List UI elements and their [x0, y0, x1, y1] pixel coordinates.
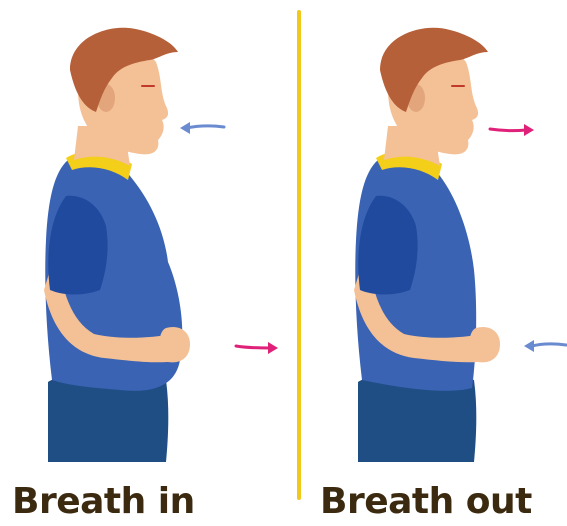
exhale-arrow-icon: [490, 124, 534, 136]
breath-in-label: Breath in: [12, 478, 195, 526]
fist: [159, 327, 190, 362]
divider-line: [297, 10, 301, 500]
figure-breath-in: [44, 28, 278, 462]
fist: [469, 327, 500, 362]
breath-out-label: Breath out: [320, 478, 532, 526]
belly-out-arrow-icon: [236, 342, 278, 354]
belly-in-arrow-icon: [524, 340, 566, 352]
figure-breath-out: [354, 28, 566, 462]
inhale-arrow-icon: [180, 122, 224, 134]
